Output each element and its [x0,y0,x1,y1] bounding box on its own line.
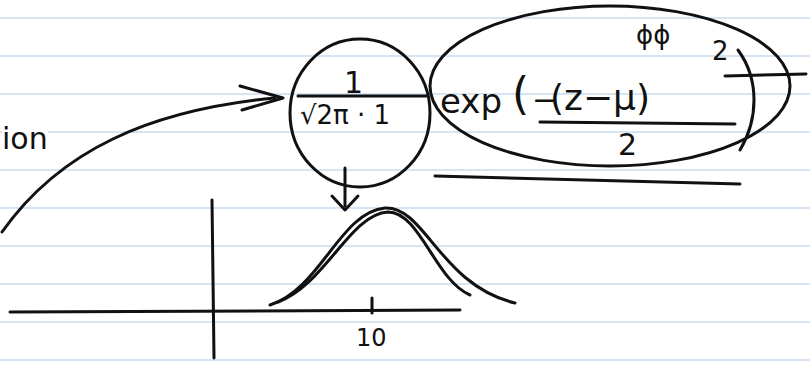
y-axis [212,200,214,358]
formula-text: exp [440,84,502,118]
formula-text: 2 [712,38,729,64]
formula-text: ( [512,72,529,116]
bell-curve [270,208,515,305]
tick [371,298,374,313]
formula-text: 2 [618,130,637,160]
formula-text: (z−μ) [550,80,650,116]
circled-term: 1 √2π · 1 [288,38,432,188]
formula-text: ϕϕ [636,22,670,48]
circled-term: exp(−(z−μ)2ϕϕ2 [428,4,792,168]
formula-text: √2π · 1 [300,102,390,128]
fraction-bar [540,122,735,124]
underline [435,176,740,184]
arrow-head [240,86,283,110]
stroke [725,74,806,76]
x-axis [10,310,460,312]
ruled-lines [0,18,810,360]
note-label: ion [2,124,48,154]
note-label: 10 [356,326,387,350]
formula-text: 1 [344,68,363,98]
curved-arrow [2,98,275,232]
arrow-head [332,196,358,210]
bell-curve [278,212,470,302]
